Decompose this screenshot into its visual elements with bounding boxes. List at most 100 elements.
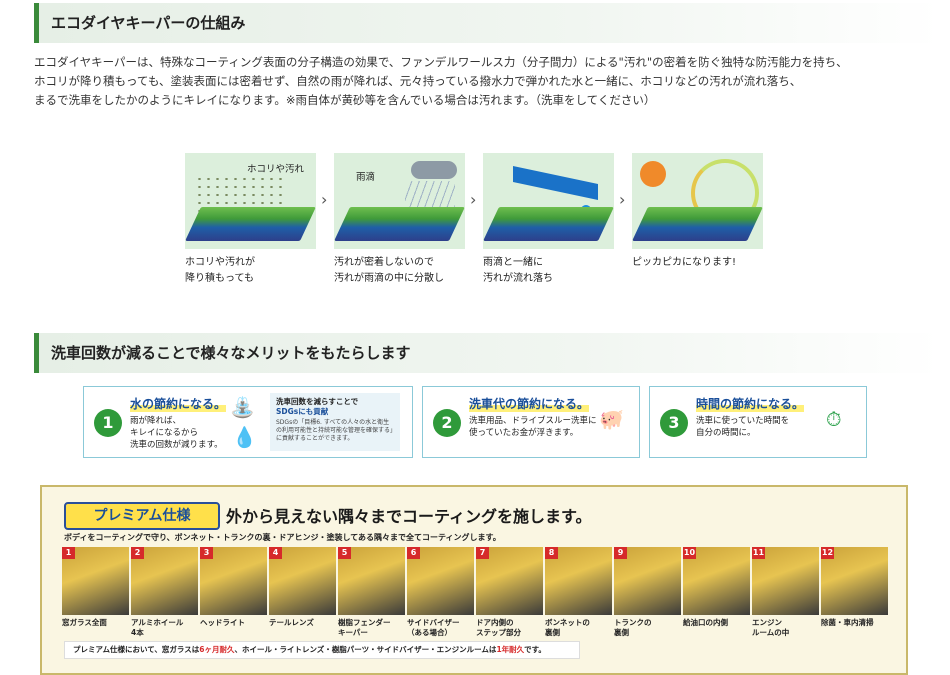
step-1-illustration: ホコリや汚れ (185, 153, 316, 249)
step-3-illustration (483, 153, 614, 249)
step-1: ホコリや汚れ ホコリや汚れが 降り積もっても (185, 153, 316, 287)
chevron-right-icon: › (470, 190, 477, 209)
merit-number: 1 (94, 409, 122, 437)
premium-badge: プレミアム仕様 (64, 502, 220, 530)
coating-area-label: 除菌・車内清掃 (821, 618, 874, 627)
merit-title: 水の節約になる。 (130, 395, 227, 412)
coating-area-number: 11 (752, 547, 765, 559)
coating-area-label: ボンネットの 裏側 (545, 618, 590, 637)
merit-card-cost: 2 洗車代の節約になる。 洗車用品、ドライブスルー洗車に 使っていたお金が浮きま… (422, 386, 640, 458)
coating-area-tile: 4 テールレンズ (269, 547, 336, 628)
step-2-caption: 汚れが密着しないので 汚れが雨滴の中に分散し (334, 255, 465, 287)
premium-subtitle: ボディをコーティングで守り、ボンネット・トランクの裏・ドアヒンジ・塗装してある隅… (64, 533, 501, 542)
coating-area-photo: 7 (476, 547, 543, 615)
merit-body: 洗車に使っていた時間を 自分の時間に。 (696, 416, 790, 438)
step-2-caption-line-2: 汚れが雨滴の中に分散し (334, 273, 444, 284)
coating-area-tile: 6 サイドバイザー （ある場合） (407, 547, 474, 638)
coating-area-photo: 9 (614, 547, 681, 615)
coating-area-photo: 12 (821, 547, 888, 615)
coating-area-label: ドア内側の ステップ部分 (476, 618, 521, 637)
step-3-caption-line-2: 汚れが流れ落ち (483, 273, 553, 284)
rainbow-icon (691, 159, 759, 227)
merit-body: 雨が降れば、 キレイになるから 洗車の回数が減ります。 (130, 416, 223, 450)
coating-area-label: トランクの 裏側 (614, 618, 652, 637)
merit-number: 2 (433, 409, 461, 437)
step-1-caption: ホコリや汚れが 降り積もっても (185, 255, 316, 287)
coating-area-number: 6 (407, 547, 420, 559)
premium-note: プレミアム仕様において、窓ガラスは6ヶ月耐久、ホイール・ライトレンズ・樹脂パーツ… (64, 641, 580, 659)
step-2-caption-line-1: 汚れが密着しないので (334, 257, 434, 268)
step-4-illustration (632, 153, 763, 249)
merit-card-water: 1 水の節約になる。 雨が降れば、 キレイになるから 洗車の回数が減ります。 ⛲… (83, 386, 413, 458)
section-heading-mechanism: エコダイヤキーパーの仕組み (34, 3, 940, 43)
step-3-caption: 雨滴と一緒に 汚れが流れ落ち (483, 255, 614, 287)
step-1-tag: ホコリや汚れ (247, 164, 305, 175)
premium-title: 外から見えない隅々までコーティングを施します。 (226, 507, 592, 526)
step-4-caption-line-1: ピッカピカになります! (632, 257, 737, 268)
coating-area-label: 窓ガラス全面 (62, 618, 107, 627)
merit-number: 3 (660, 409, 688, 437)
coating-area-number: 4 (269, 547, 282, 559)
flow-arrow-icon (513, 165, 598, 201)
coating-area-label: サイドバイザー （ある場合） (407, 618, 460, 637)
coating-area-tile: 1 窓ガラス全面 (62, 547, 129, 628)
coating-area-photo: 3 (200, 547, 267, 615)
coating-area-label: 樹脂フェンダー キーパー (338, 618, 391, 637)
coating-area-number: 10 (683, 547, 696, 559)
coating-area-tile: 9 トランクの 裏側 (614, 547, 681, 638)
stopwatch-icon: ⏱ (826, 407, 842, 431)
intro-line-1: エコダイヤキーパーは、特殊なコーティング表面の分子構造の効果で、ファンデルワール… (34, 55, 848, 69)
merit-title: 洗車代の節約になる。 (469, 395, 590, 412)
coating-area-label: 給油口の内側 (683, 618, 728, 627)
step-2: 雨滴 汚れが密着しないので 汚れが雨滴の中に分散し (334, 153, 465, 287)
water-drop-icon: 💧 (232, 425, 257, 449)
coating-area-number: 3 (200, 547, 213, 559)
coating-area-tile: 11 エンジン ルームの中 (752, 547, 819, 638)
coating-area-number: 5 (338, 547, 351, 559)
coating-area-photo: 10 (683, 547, 750, 615)
cloud-icon (411, 161, 457, 179)
step-3: 雨滴と一緒に 汚れが流れ落ち (483, 153, 614, 287)
coating-area-number: 9 (614, 547, 627, 559)
coating-area-label: エンジン ルームの中 (752, 618, 790, 637)
step-2-illustration: 雨滴 (334, 153, 465, 249)
coating-area-photo: 5 (338, 547, 405, 615)
coating-area-tile: 10 給油口の内側 (683, 547, 750, 628)
coating-area-number: 1 (62, 547, 75, 559)
coating-area-tile: 2 アルミホイール 4本 (131, 547, 198, 638)
step-1-caption-line-2: 降り積もっても (185, 273, 254, 284)
section-heading-merits: 洗車回数が減ることで様々なメリットをもたらします (34, 333, 940, 373)
coating-area-label: ヘッドライト (200, 618, 245, 627)
merit-card-time: 3 時間の節約になる。 洗車に使っていた時間を 自分の時間に。 ⏱ (649, 386, 867, 458)
coating-area-label: テールレンズ (269, 618, 314, 627)
chevron-right-icon: › (321, 190, 328, 209)
coating-area-number: 8 (545, 547, 558, 559)
coating-area-photo: 6 (407, 547, 474, 615)
step-4-caption: ピッカピカになります! (632, 255, 763, 271)
faucet-icon: ⛲ (230, 395, 255, 419)
merit-body: 洗車用品、ドライブスルー洗車に 使っていたお金が浮きます。 (469, 416, 597, 438)
coating-area-photo: 2 (131, 547, 198, 615)
coating-area-tile: 5 樹脂フェンダー キーパー (338, 547, 405, 638)
intro-line-3: まるで洗車をしたかのようにキレイになります。※雨自体が黄砂等を含んでいる場合は汚… (34, 93, 656, 107)
chevron-right-icon: › (619, 190, 626, 209)
intro-line-2: ホコリが降り積もっても、塗装表面には密着せず、自然の雨が降れば、元々持っている撥… (34, 74, 802, 88)
step-4: ピッカピカになります! (632, 153, 763, 271)
step-3-caption-line-1: 雨滴と一緒に (483, 257, 543, 268)
step-2-tag: 雨滴 (356, 172, 376, 183)
coating-area-number: 7 (476, 547, 489, 559)
coating-area-photo: 11 (752, 547, 819, 615)
intro-text: エコダイヤキーパーは、特殊なコーティング表面の分子構造の効果で、ファンデルワール… (34, 53, 914, 110)
piggy-bank-icon: 🐖 (599, 407, 624, 431)
coating-area-tile: 3 ヘッドライト (200, 547, 267, 628)
premium-panel: プレミアム仕様 外から見えない隅々までコーティングを施します。 ボディをコーティ… (40, 485, 908, 675)
coating-area-tile: 7 ドア内側の ステップ部分 (476, 547, 543, 638)
coating-area-photo: 1 (62, 547, 129, 615)
coating-area-label: アルミホイール 4本 (131, 618, 184, 637)
sun-icon (640, 161, 666, 187)
coating-area-tile: 8 ボンネットの 裏側 (545, 547, 612, 638)
coating-area-number: 2 (131, 547, 144, 559)
